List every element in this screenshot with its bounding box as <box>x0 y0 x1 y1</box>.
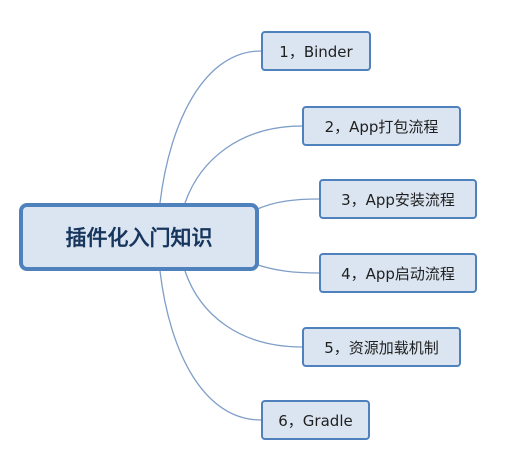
branch-topic-app-launch[interactable]: 4，App启动流程 <box>319 253 477 293</box>
connector-branch-6 <box>159 270 262 421</box>
connector-branch-3 <box>254 198 320 211</box>
branch-topic-app-install[interactable]: 3，App安装流程 <box>319 179 477 219</box>
branch-topic-label: 2，App打包流程 <box>324 117 439 136</box>
connector-branch-2 <box>184 125 303 204</box>
branch-topic-label: 5，资源加载机制 <box>324 338 439 357</box>
connector-branch-4 <box>254 263 320 274</box>
branch-topic-app-packaging[interactable]: 2，App打包流程 <box>302 106 461 146</box>
root-topic-label: 插件化入门知识 <box>65 226 213 250</box>
root-topic[interactable]: 插件化入门知识 <box>19 203 259 271</box>
branch-topic-label: 3，App安装流程 <box>341 190 455 209</box>
branch-topic-resource-loading[interactable]: 5，资源加载机制 <box>302 327 461 367</box>
branch-topic-gradle[interactable]: 6，Gradle <box>261 400 370 440</box>
connector-branch-1 <box>159 50 262 204</box>
branch-topic-label: 4，App启动流程 <box>341 264 455 283</box>
branch-topic-label: 1，Binder <box>279 42 353 61</box>
connector-branch-5 <box>184 270 303 348</box>
branch-topic-label: 6，Gradle <box>278 411 353 430</box>
branch-topic-binder[interactable]: 1，Binder <box>261 31 371 71</box>
